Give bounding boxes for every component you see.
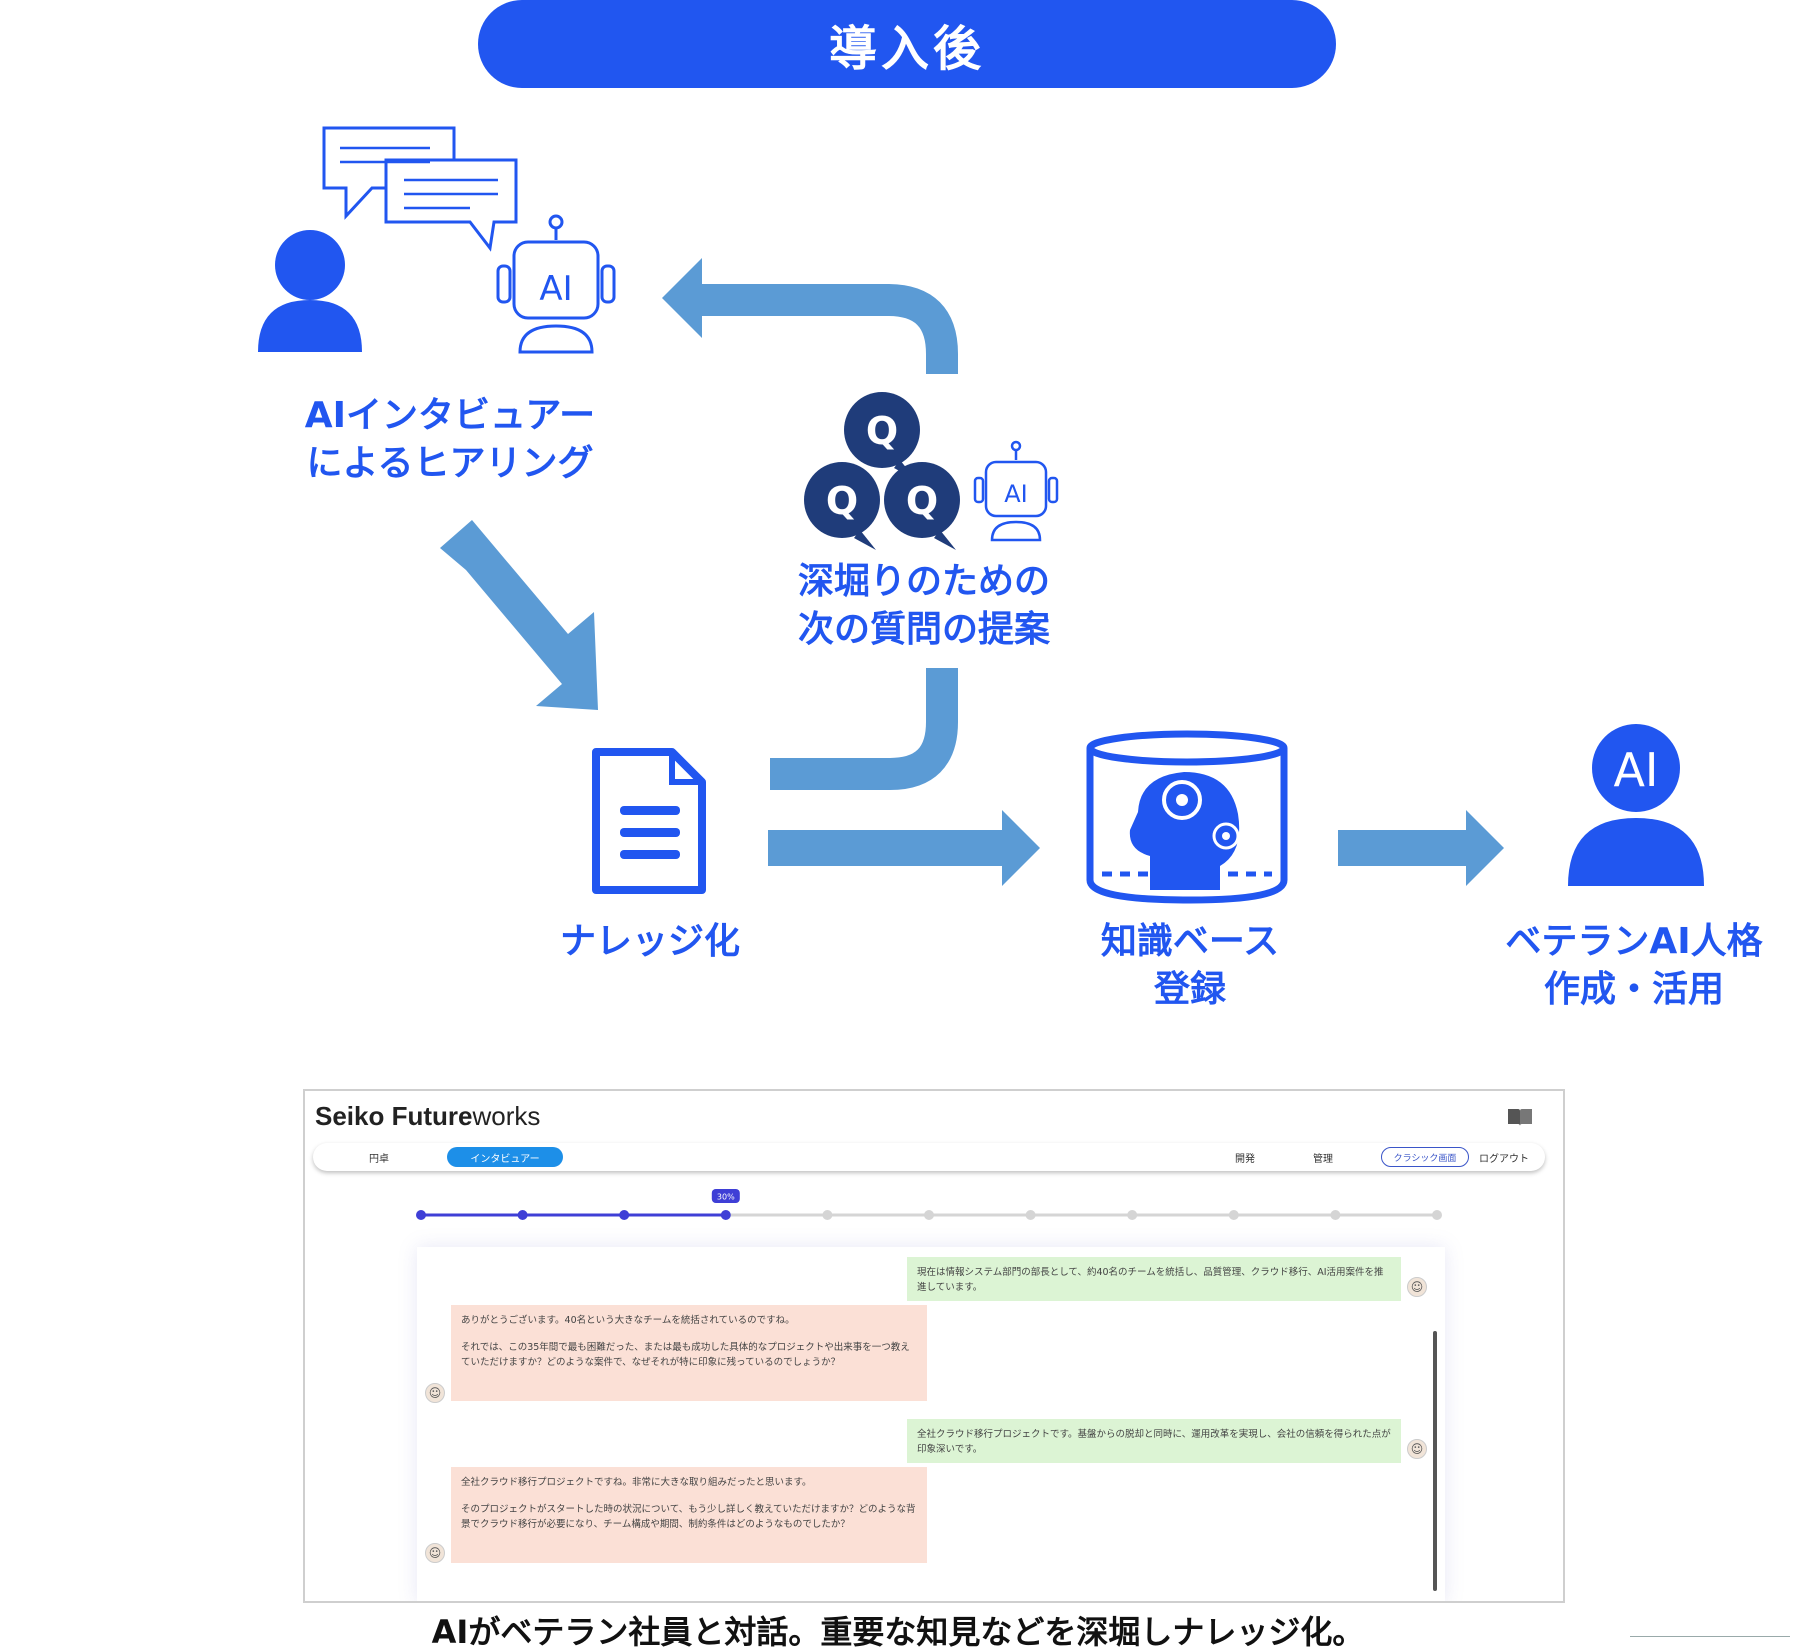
progress-step [1330, 1210, 1341, 1220]
ai-person-icon [1568, 724, 1704, 886]
message-text: ありがとうございます。40名という大きなチームを統括されているのですね。 [461, 1315, 795, 1326]
veteran-label-line1: ベテランAI人格 [1505, 921, 1763, 962]
flow-diagram: AI Q Q Q AI [258, 126, 1704, 904]
divider-line [1630, 1636, 1790, 1637]
message-text: 全社クラウド移行プロジェクトです。基盤からの脱却と同時に、運用改革を実現し、会社… [917, 1429, 1391, 1455]
veteran-label-line2: 作成・活用 [1543, 969, 1724, 1010]
arrow-left-head [662, 258, 702, 338]
robot-ai-text: AI [539, 269, 572, 309]
brand-logo: Seiko Futureworks [315, 1101, 540, 1132]
header-title: 導入後 [478, 0, 1336, 88]
question-bubbles-icon [804, 392, 960, 550]
robot-icon [496, 214, 616, 354]
arrow-down-right [440, 520, 598, 710]
chat-scrollbar[interactable] [1433, 1331, 1437, 1591]
progress-step [517, 1210, 528, 1220]
progress-step [1127, 1210, 1138, 1220]
message-user-2: 全社クラウド移行プロジェクトです。基盤からの脱却と同時に、運用改革を実現し、会社… [907, 1419, 1401, 1463]
kb-label-line1: 知識ベース [1100, 921, 1280, 962]
kb-label: 知識ベース 登録 [990, 918, 1390, 1014]
deep-dive-label: 深堀りのための 次の質問の提案 [724, 558, 1124, 654]
q-letter-3: Q [906, 479, 938, 523]
progress-step [1228, 1210, 1239, 1220]
logout-link[interactable]: ログアウト [1479, 1154, 1529, 1165]
progress-step [1025, 1210, 1036, 1220]
knowledge-label-line1: ナレッジ化 [559, 921, 740, 962]
progress-step [924, 1210, 934, 1220]
avatar-user: ☺ [1407, 1277, 1427, 1297]
avatar-user: ☺ [1407, 1439, 1427, 1459]
person-icon [258, 230, 362, 352]
q-letter-2: Q [826, 479, 858, 523]
small-robot-ai-text: AI [1004, 480, 1028, 508]
chat-panel: 現在は情報システム部門の部長として、約40名のチームを統括し、品質管理、クラウド… [417, 1247, 1445, 1601]
avatar-ai: ☺ [425, 1383, 445, 1403]
ai-badge-text: AI [1613, 743, 1658, 797]
small-robot-icon [973, 440, 1059, 542]
book-icon[interactable] [1507, 1107, 1533, 1127]
arrow-right-2 [1338, 810, 1504, 886]
nav-bar: 円卓 インタビュアー 開発 管理 クラシック画面 ログアウト [313, 1143, 1545, 1171]
interviewer-label-line1: AIインタビュアー [304, 395, 596, 436]
document-icon [592, 748, 706, 894]
arrow-right-1 [768, 810, 1040, 886]
feedback-loop-upper [700, 284, 958, 374]
knowledge-base-icon [1086, 730, 1288, 904]
progress-label: 30% [717, 1193, 735, 1202]
tab-interviewer[interactable]: インタビュアー [447, 1147, 563, 1167]
deep-dive-label-line1: 深堀りのための [797, 561, 1050, 602]
message-text: そのプロジェクトがスタートした時の状況について、もう少し詳しく教えていただけます… [461, 1504, 916, 1530]
caption: AIがベテラン社員と対話。重要な知見などを深堀しナレッジ化。 [431, 1613, 1365, 1651]
interviewer-label: AIインタビュアー によるヒアリング [250, 392, 650, 488]
kb-label-line2: 登録 [1153, 969, 1226, 1010]
progress-step [416, 1210, 426, 1220]
avatar-ai: ☺ [425, 1543, 445, 1563]
feedback-loop-lower [770, 668, 958, 790]
brand-light: works [472, 1101, 541, 1131]
progress-badge [711, 1189, 740, 1203]
classic-view-button[interactable]: クラシック画面 [1381, 1147, 1469, 1167]
message-text: 全社クラウド移行プロジェクトですね。非常に大きな取り組みだったと思います。 [461, 1477, 812, 1488]
brand-bold: Seiko Future [315, 1101, 473, 1131]
app-screenshot: Seiko Futureworks 円卓 インタビュアー 開発 管理 クラシック… [303, 1089, 1565, 1603]
nav-item-dev[interactable]: 開発 [1235, 1154, 1255, 1165]
veteran-label: ベテランAI人格 作成・活用 [1434, 918, 1796, 1014]
nav-item-admin[interactable]: 管理 [1313, 1154, 1333, 1165]
knowledge-label: ナレッジ化 [450, 918, 850, 966]
message-ai-2: 全社クラウド移行プロジェクトですね。非常に大きな取り組みだったと思います。 その… [451, 1467, 927, 1563]
interview-progress: 30% [416, 1189, 1442, 1220]
progress-step [822, 1210, 833, 1220]
message-user-1: 現在は情報システム部門の部長として、約40名のチームを統括し、品質管理、クラウド… [907, 1257, 1401, 1301]
interviewer-label-line2: によるヒアリング [306, 443, 594, 484]
progress-step [619, 1210, 630, 1220]
message-text: それでは、この35年間で最も困難だった、または最も成功した具体的なプロジェクトや… [461, 1342, 910, 1368]
nav-item-round-table[interactable]: 円卓 [369, 1154, 389, 1165]
progress-step [720, 1210, 731, 1220]
message-text: 現在は情報システム部門の部長として、約40名のチームを統括し、品質管理、クラウド… [917, 1267, 1384, 1293]
q-letter-1: Q [866, 409, 898, 453]
chat-bubbles-icon [322, 126, 518, 252]
progress-step [1432, 1210, 1442, 1220]
message-ai-1: ありがとうございます。40名という大きなチームを統括されているのですね。 それで… [451, 1305, 927, 1401]
deep-dive-label-line2: 次の質問の提案 [797, 609, 1050, 650]
